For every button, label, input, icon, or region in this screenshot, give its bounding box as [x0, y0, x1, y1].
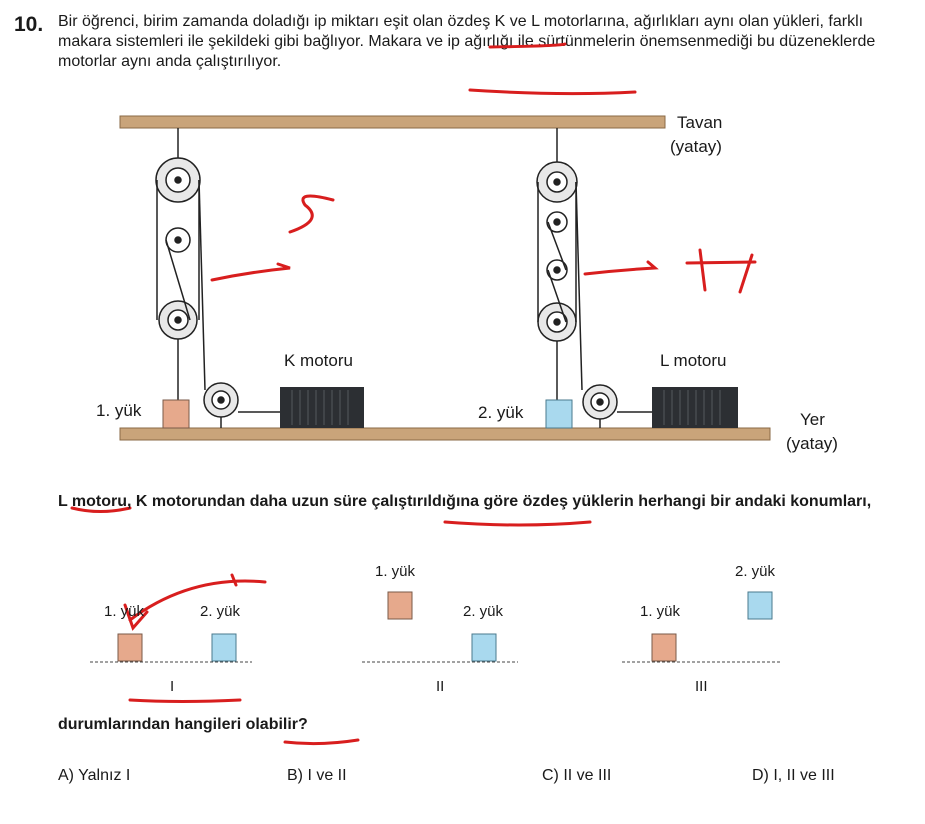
load-1-label: 1. yük — [96, 401, 142, 420]
case-2-load-1-box — [387, 591, 413, 620]
case-3-load-2-label: 2. yük — [735, 563, 776, 580]
option-b[interactable]: B) I ve II — [287, 767, 347, 784]
load-2-label: 2. yük — [478, 403, 524, 422]
load-1-box — [162, 399, 190, 429]
ceiling-beam — [119, 115, 666, 129]
question-closing: durumlarından hangileri olabilir? — [58, 716, 308, 733]
ceiling-label-sub: (yatay) — [670, 137, 722, 156]
case-1-load-2-box — [211, 633, 237, 662]
question-stem: Bir öğrenci, birim zamanda doladığı ip m… — [58, 13, 876, 70]
case-3-load-1-label: 1. yük — [640, 603, 681, 620]
case-2-load-2-label: 2. yük — [463, 603, 504, 620]
question-prompt: L motoru, K motorundan daha uzun süre ça… — [58, 493, 872, 510]
ground-beam — [119, 427, 771, 441]
motor-k-body — [280, 387, 364, 428]
option-d[interactable]: D) I, II ve III — [752, 767, 835, 784]
handwritten-annotations — [70, 42, 757, 746]
case-1-load-2-label: 2. yük — [200, 603, 241, 620]
case-1-numeral: I — [170, 678, 175, 695]
option-a[interactable]: A) Yalnız I — [58, 767, 131, 784]
case-2-numeral: II — [436, 678, 445, 695]
motor-k-label: K motoru — [284, 351, 353, 370]
left-pulley-system — [155, 128, 285, 428]
ceiling-label: Tavan — [677, 113, 723, 132]
motor-l-label: L motoru — [660, 351, 727, 370]
ground-label: Yer — [800, 410, 825, 429]
case-2-load-1-label: 1. yük — [375, 563, 416, 580]
motor-l-body — [652, 387, 738, 428]
option-c[interactable]: C) II ve III — [542, 767, 612, 784]
case-3-numeral: III — [695, 678, 708, 695]
right-pulley-system — [536, 128, 655, 428]
ground-label-sub: (yatay) — [786, 434, 838, 453]
case-3-load-2-box — [747, 591, 773, 620]
case-1-load-1-box — [117, 633, 143, 662]
load-2-box — [545, 399, 573, 429]
case-3-load-1-box — [651, 633, 677, 662]
question-number: 10. — [14, 13, 44, 36]
case-1-load-1-label: 1. yük — [104, 603, 145, 620]
case-2-load-2-box — [471, 633, 497, 662]
